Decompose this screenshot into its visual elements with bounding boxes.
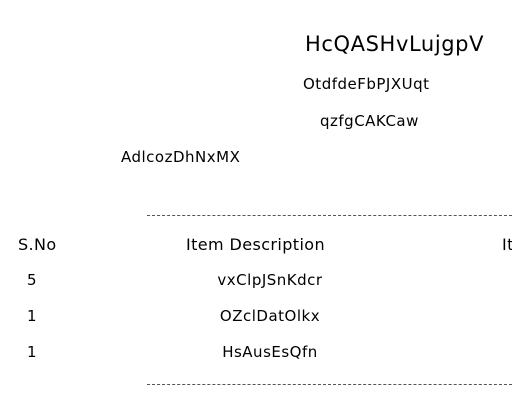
- row-sno: 1: [27, 343, 38, 361]
- table-top-divider: [147, 215, 512, 216]
- column-header-item-truncated: It: [502, 237, 512, 253]
- row-sno: 5: [27, 271, 38, 289]
- row-description: vxClpJSnKdcr: [217, 271, 323, 289]
- column-header-item-description: Item Description: [186, 235, 326, 254]
- column-header-sno: S.No: [18, 235, 57, 254]
- document-subtitle-1: OtdfdeFbPJXUqt: [303, 75, 430, 93]
- document-subtitle-2: qzfgCAKCaw: [320, 112, 419, 130]
- row-description: HsAusEsQfn: [222, 343, 318, 361]
- document-address: AdlcozDhNxMX: [121, 148, 241, 166]
- table-bottom-divider: [147, 384, 512, 385]
- row-sno: 1: [27, 307, 38, 325]
- document-title: HcQASHvLujgpV: [305, 32, 485, 56]
- row-description: OZclDatOlkx: [219, 307, 321, 325]
